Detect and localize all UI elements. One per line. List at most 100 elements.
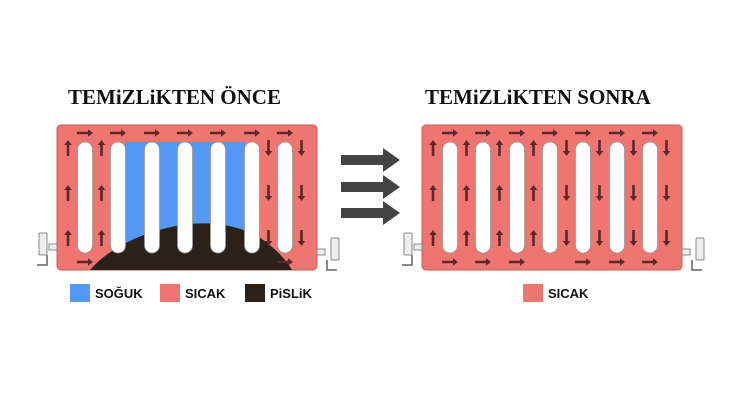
valve-right — [316, 237, 340, 271]
after-title: TEMiZLiKTEN SONRA — [425, 85, 651, 109]
valve-tail — [37, 255, 48, 266]
radiator-slot — [642, 141, 658, 254]
valve-pipe — [48, 243, 58, 251]
flow-arrow-down — [662, 230, 671, 246]
flow-arrow-right — [177, 129, 193, 137]
flow-arrow-up — [429, 140, 437, 156]
flow-arrow-down — [562, 185, 571, 201]
valve-left — [402, 232, 423, 266]
flow-arrow-right — [509, 258, 525, 266]
valve-tail — [402, 255, 413, 266]
radiator-slot — [177, 141, 193, 254]
flow-arrow-right — [277, 129, 293, 137]
flow-arrow-up — [64, 185, 72, 201]
flow-arrow-right — [77, 129, 93, 137]
flow-arrow-down — [595, 185, 604, 201]
flow-arrow-right — [542, 129, 558, 137]
flow-arrow-down — [264, 140, 273, 156]
flow-arrow-up — [462, 185, 471, 201]
valve-pipe — [681, 248, 691, 256]
flow-arrow-down — [629, 230, 638, 246]
flow-arrow-down — [264, 185, 273, 201]
legend-label: SOĞUK — [95, 285, 143, 301]
legend-label: SICAK — [185, 285, 226, 301]
radiator-after — [421, 124, 683, 271]
flow-arrow-right — [144, 129, 160, 137]
flow-arrow-right — [475, 258, 491, 266]
flow-arrow-up — [462, 140, 471, 156]
valve-tail — [326, 260, 337, 271]
flow-arrow-right — [609, 129, 625, 137]
legend-hot-after: SICAK — [523, 284, 588, 302]
flow-arrow-up — [462, 230, 471, 246]
radiator-slot — [609, 141, 625, 254]
flow-arrow-up — [495, 140, 504, 156]
flow-arrow-right — [110, 129, 126, 137]
cold-swatch — [70, 284, 90, 302]
flow-arrow-right — [442, 258, 458, 266]
flow-arrow-right — [442, 129, 458, 137]
radiator-slot — [575, 141, 591, 254]
radiator-slot — [442, 141, 458, 254]
flow-arrow-down — [264, 230, 273, 246]
dirt-swatch — [245, 284, 265, 302]
flow-arrow-right — [244, 129, 260, 137]
legend-hot: SICAK — [160, 284, 225, 302]
legend-dirt: PiSLiK — [245, 284, 312, 302]
hot-swatch — [523, 284, 543, 302]
transition-arrow-icon — [341, 201, 400, 225]
radiator-slot — [144, 141, 160, 254]
flow-arrow-right — [575, 129, 591, 137]
flow-arrow-down — [662, 185, 671, 201]
flow-arrow-down — [595, 230, 604, 246]
flow-arrow-up — [429, 230, 437, 246]
flow-arrow-right — [642, 129, 658, 137]
flow-arrow-right — [277, 258, 293, 266]
flow-arrow-up — [495, 230, 504, 246]
flow-arrow-down — [562, 140, 571, 156]
flow-arrow-up — [529, 230, 538, 246]
radiator-slot — [110, 141, 126, 254]
radiator-slot — [475, 141, 491, 254]
flow-arrow-down — [662, 140, 671, 156]
radiator-slot — [542, 141, 558, 254]
flow-arrow-up — [495, 185, 504, 201]
flow-arrow-up — [529, 185, 538, 201]
radiator-slot — [244, 141, 260, 254]
flow-arrow-up — [64, 140, 72, 156]
legend-cold: SOĞUK — [70, 284, 143, 302]
valve-right — [681, 237, 705, 271]
radiator-slot — [277, 141, 293, 254]
legend-label: PiSLiK — [270, 285, 312, 301]
flow-arrow-right — [475, 129, 491, 137]
flow-arrow-down — [595, 140, 604, 156]
flow-arrow-down — [297, 185, 306, 201]
flow-arrow-down — [629, 185, 638, 201]
valve-body — [695, 237, 705, 261]
valve-body — [330, 237, 340, 261]
hot-swatch — [160, 284, 180, 302]
valve-tail — [691, 260, 702, 271]
valve-pipe — [316, 248, 326, 256]
flow-arrow-up — [97, 140, 106, 156]
flow-arrow-right — [509, 129, 525, 137]
flow-arrow-down — [297, 140, 306, 156]
valve-left — [37, 232, 58, 266]
radiator-before — [56, 124, 318, 271]
flow-arrow-right — [609, 258, 625, 266]
flow-arrow-down — [629, 140, 638, 156]
transition-arrow-icon — [341, 175, 400, 199]
legend-label: SICAK — [548, 285, 589, 301]
flow-arrow-down — [297, 230, 306, 246]
flow-arrow-right — [642, 258, 658, 266]
flow-arrow-up — [529, 140, 538, 156]
radiator-slot — [509, 141, 525, 254]
valve-body — [403, 232, 413, 256]
valve-pipe — [413, 243, 423, 251]
valve-body — [38, 232, 48, 256]
flow-arrow-up — [97, 185, 106, 201]
flow-arrow-up — [429, 185, 437, 201]
flow-arrow-right — [77, 258, 93, 266]
transition-arrow-icon — [341, 148, 400, 172]
